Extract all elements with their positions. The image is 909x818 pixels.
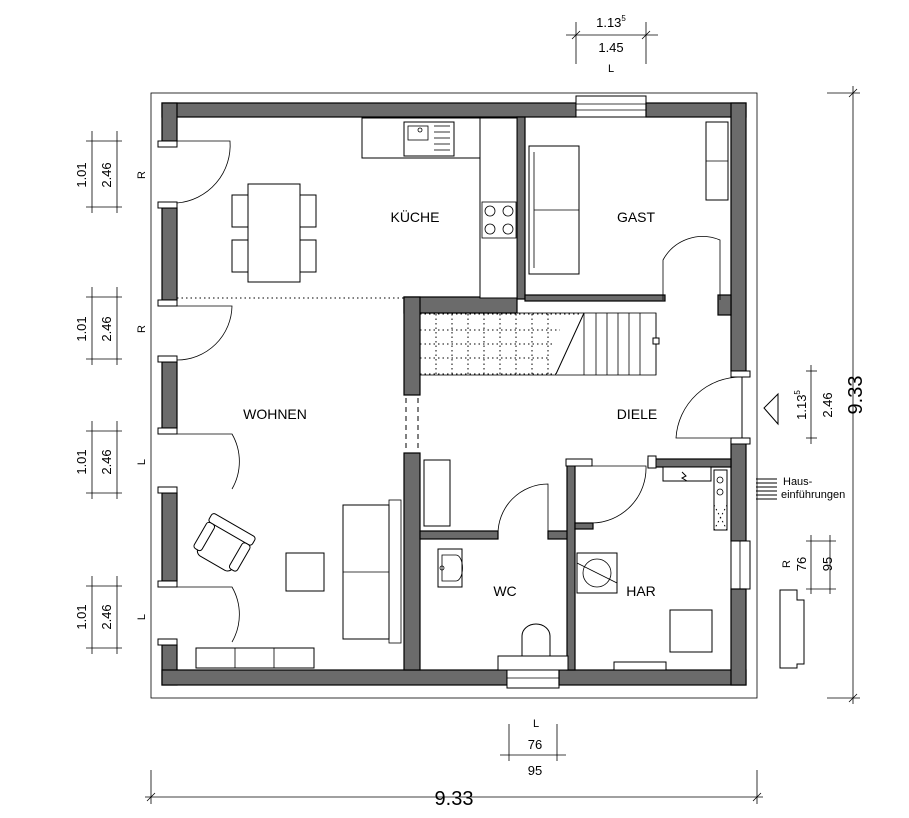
dim-bottom-total: 9.33	[435, 788, 474, 810]
dim-left-2-outer: 1.01	[74, 316, 89, 341]
dim-top-window-lower: 1.45	[598, 40, 623, 55]
dim-right-window-mark: R	[781, 560, 793, 568]
room-label-wohnen: WOHNEN	[243, 406, 307, 422]
dim-right-door-a: 1.135	[793, 390, 809, 420]
dim-right-window-a: 76	[794, 557, 809, 571]
staircase	[419, 312, 660, 376]
dim-left-4-mark: L	[136, 614, 148, 620]
kitchen-furniture	[231, 117, 518, 299]
dim-left-1-inner: 2.46	[99, 162, 114, 187]
dim-left-3-outer: 1.01	[74, 449, 89, 474]
dim-top-window-mark: L	[608, 63, 614, 75]
dim-left-3-inner: 2.46	[99, 449, 114, 474]
living-furniture	[193, 459, 451, 669]
dim-left-2-mark: R	[136, 325, 148, 333]
dashed-openings	[177, 297, 419, 452]
wc-fixtures	[437, 548, 569, 671]
dim-left-4-inner: 2.46	[99, 604, 114, 629]
dim-top-window-upper: 1.135	[596, 14, 626, 30]
haus-einfuehrungen-label-2: einführungen	[781, 489, 845, 501]
dim-right-window-b: 95	[820, 557, 835, 571]
dim-bottom-window-mark: L	[533, 718, 539, 730]
haus-einfuehrungen-label-1: Haus-	[783, 476, 813, 488]
dim-left-1-mark: R	[136, 171, 148, 179]
dim-left-1-outer: 1.01	[74, 162, 89, 187]
outer-walls	[150, 92, 758, 699]
dim-left-2-inner: 2.46	[99, 316, 114, 341]
har-fixtures	[576, 466, 728, 671]
dim-right-total: 9.33	[845, 376, 867, 415]
dim-left-3-mark: L	[136, 459, 148, 465]
room-label-har: HAR	[626, 583, 656, 599]
dimension-lines	[86, 22, 860, 804]
room-label-diele: DIELE	[617, 406, 657, 422]
room-label-gast: GAST	[617, 209, 656, 225]
room-label-kueche: KÜCHE	[390, 208, 439, 225]
dim-bottom-window-a: 76	[528, 737, 542, 752]
interior-walls	[403, 116, 732, 671]
exterior-marks	[756, 392, 805, 669]
doors	[176, 140, 743, 643]
room-label-wc: WC	[493, 583, 516, 599]
dim-left-4-outer: 1.01	[74, 604, 89, 629]
dim-bottom-window-b: 95	[528, 763, 542, 778]
dim-right-door-b: 2.46	[820, 392, 835, 417]
guest-furniture	[528, 121, 729, 275]
